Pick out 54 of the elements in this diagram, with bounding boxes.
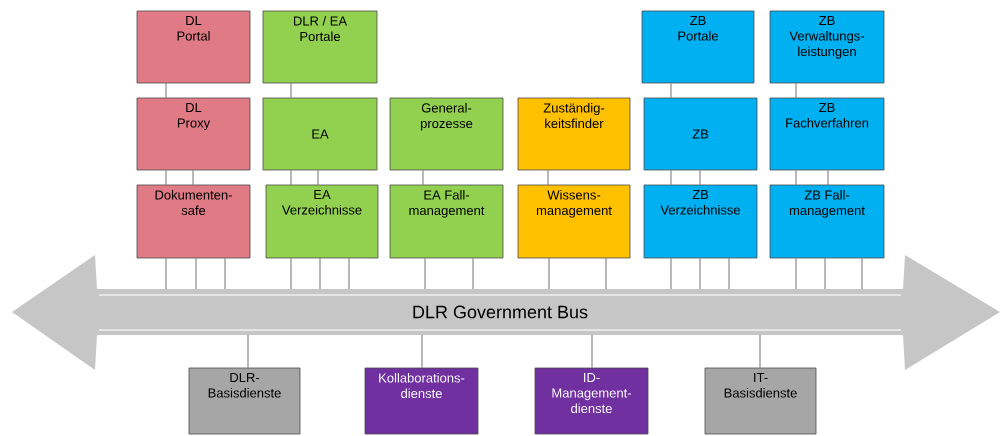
process-box: ZB Verzeichnisse <box>643 184 758 259</box>
connector-line <box>348 258 350 290</box>
service-box: Kollaborations- dienste <box>364 367 479 435</box>
process-box: ZB Verwaltungs- leistungen <box>769 10 885 84</box>
connector-line <box>670 170 672 185</box>
process-box: EA Verzeichnisse <box>265 184 379 259</box>
connector-line <box>165 170 167 185</box>
connector-line <box>795 83 797 98</box>
connector-line <box>290 258 292 290</box>
process-box: EA <box>262 97 378 171</box>
process-box: Zuständig- keitsfinder <box>517 97 631 171</box>
connector-line <box>591 334 593 368</box>
connector-line <box>290 170 292 185</box>
connector-line <box>795 258 797 290</box>
connector-line <box>548 258 550 290</box>
process-box: DL Portal <box>136 10 251 84</box>
connector-line <box>472 258 474 290</box>
connector-line <box>605 258 607 290</box>
connector-line <box>670 258 672 290</box>
connector-line <box>424 258 426 290</box>
connector-line <box>759 334 761 368</box>
connector-line <box>670 83 672 98</box>
process-box: General- prozesse <box>389 97 504 171</box>
service-box: ID- Management- dienste <box>534 367 649 435</box>
process-box: ZB Fachverfahren <box>769 97 885 171</box>
service-box: DLR- Basisdienste <box>188 367 301 435</box>
connector-line <box>547 170 549 185</box>
connector-line <box>192 170 194 185</box>
connector-line <box>224 258 226 290</box>
connector-line <box>195 258 197 290</box>
connector-line <box>319 258 321 290</box>
connector-line <box>827 170 829 185</box>
connector-line <box>165 83 167 98</box>
process-box: DL Proxy <box>136 97 251 171</box>
connector-line <box>247 334 249 368</box>
process-box: Wissens- management <box>517 184 631 259</box>
process-box: Dokumenten- safe <box>136 184 251 259</box>
connector-line <box>728 258 730 290</box>
process-box: ZB <box>643 97 758 171</box>
process-box: ZB Portale <box>641 10 755 84</box>
connector-line <box>421 334 423 368</box>
connector-line <box>422 170 424 185</box>
connector-line <box>699 258 701 290</box>
service-box: IT- Basisdienste <box>704 367 817 435</box>
connector-line <box>824 258 826 290</box>
connector-line <box>861 258 863 290</box>
connector-line <box>317 170 319 185</box>
connector-line <box>165 258 167 290</box>
process-box: ZB Fall- management <box>769 184 885 259</box>
connector-line <box>795 170 797 185</box>
process-box: DLR / EA Portale <box>262 10 378 84</box>
connector-line <box>699 170 701 185</box>
connector-line <box>290 83 292 98</box>
process-box: EA Fall- management <box>389 184 504 259</box>
